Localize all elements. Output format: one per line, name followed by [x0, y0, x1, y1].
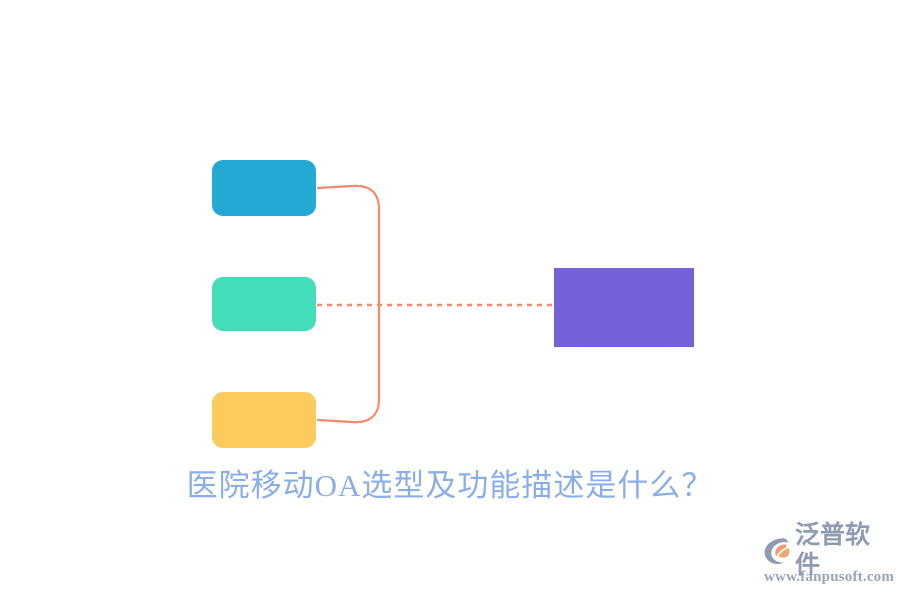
brand-row: 泛普软件: [762, 522, 894, 579]
diagram-node-blue[interactable]: [212, 160, 316, 216]
diagram-node-yellow[interactable]: [212, 392, 316, 448]
fanpu-logo-icon: [764, 538, 790, 564]
brand-url: www.fanpusoft.com: [764, 569, 895, 585]
brand-watermark: 泛普软件 www.fanpusoft.com: [762, 522, 895, 592]
bracket-connector: [316, 184, 381, 424]
diagram-node-purple[interactable]: [554, 268, 694, 347]
diagram-node-green[interactable]: [212, 277, 316, 331]
brand-name: 泛普软件: [795, 522, 871, 579]
page-title: 医院移动OA选型及功能描述是什么？: [186, 468, 714, 503]
